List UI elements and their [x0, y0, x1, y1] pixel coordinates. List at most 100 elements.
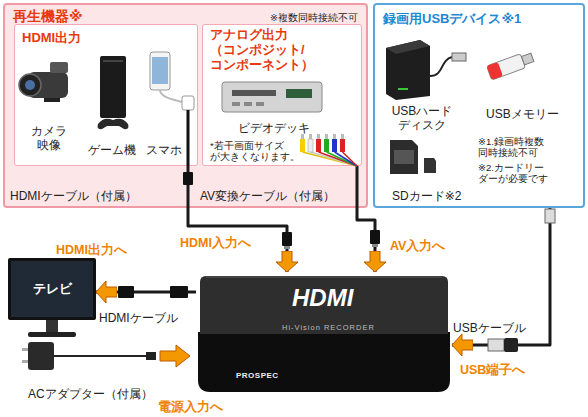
video-deck-icon [244, 102, 252, 106]
device-label: SDカード※2 [392, 189, 461, 203]
av-plugs [311, 152, 358, 166]
av-plugs [332, 139, 337, 152]
label-anchor: 電源入力へ [158, 397, 223, 415]
ac-adapter-icon [146, 352, 156, 360]
recorder-top [200, 276, 448, 334]
label-anchor: HDMIケーブル [99, 308, 178, 326]
device-label: カメラ 映像 [26, 124, 72, 153]
camera-icon [25, 80, 35, 90]
cable-connector [452, 208, 550, 345]
note: ※複数同時接続不可 [270, 12, 358, 23]
usb-memory-icon [487, 50, 535, 80]
model-name: Hi-Vision RECORDER [282, 323, 375, 332]
cable-label: HDMIケーブル [99, 311, 178, 325]
usb-plug [545, 209, 555, 223]
port-callout: 電源入力へ [158, 400, 223, 415]
usb-hdd-icon [398, 88, 408, 90]
game-console-icon [98, 119, 129, 129]
device-label: ゲーム機 [88, 143, 136, 157]
game-console-icon [98, 56, 129, 129]
av-plugs [303, 152, 358, 166]
hdmi-plug [170, 286, 188, 298]
label-anchor: *若干画面サイズ が大きくなります。 [210, 140, 298, 164]
label-anchor: USB端子へ [460, 360, 525, 378]
device-name: テレビ [33, 281, 72, 297]
camera-icon [44, 98, 60, 102]
smartphone-icon [152, 57, 168, 84]
video-deck-icon [222, 82, 322, 112]
av-plug [372, 244, 378, 247]
player-group-box: 再生機器※※複数同時接続不可HDMI出力アナログ出力 （コンポジット/ コンポー… [3, 3, 368, 208]
cable-connector [357, 166, 375, 272]
hdmi-plug [183, 172, 193, 185]
label-anchor: SDカード※2 [392, 186, 461, 204]
label-anchor: ACアダプター（付属） [28, 384, 153, 402]
ac-adapter-icon [22, 360, 28, 363]
device-label: USBメモリー [486, 107, 559, 121]
cable-label: HDMIケーブル（付属） [10, 189, 137, 203]
label-anchor: HDMIケーブル（付属） [10, 186, 137, 204]
ac-adapter-icon [22, 342, 156, 370]
group-title: 再生機器※ [13, 8, 83, 25]
device-label: ビデオデッキ [238, 121, 310, 135]
sd-card-icon [390, 140, 418, 174]
camera-icon [50, 62, 68, 73]
usb-plug [488, 339, 504, 351]
av-plugs [319, 152, 358, 166]
av-plugs [341, 134, 344, 139]
av-plug [370, 230, 380, 247]
recorder-device: HDMI Hi-Vision RECORDER PROSPEC [196, 272, 452, 394]
av-plugs [333, 134, 336, 139]
tv-screen: テレビ [8, 258, 96, 320]
usb-hdd-icon [430, 57, 452, 76]
usb-plug [504, 338, 518, 352]
ac-adapter-icon [28, 342, 54, 370]
camera-icon [19, 62, 68, 102]
text-anchor: Hi-Vision RECORDER [282, 316, 375, 334]
note: ※1.録画時複数 同時接続不可 [478, 136, 562, 159]
av-plugs [317, 134, 320, 139]
label-anchor: USBメモリー [486, 104, 559, 122]
video-deck-icon [232, 102, 240, 106]
group-title: アナログ出力 （コンポジット/ コンポーネント） [210, 28, 328, 73]
hdmi-plug [284, 246, 290, 249]
note: *若干画面サイズ が大きくなります。 [210, 140, 298, 163]
label-anchor: ビデオデッキ [238, 118, 310, 136]
group-title: 録画用USBデバイス※1 [383, 11, 521, 27]
av-plugs [340, 139, 345, 152]
recorder-highlight [206, 277, 442, 278]
note: ※2.カードリー ダーが必要です [478, 162, 562, 185]
label-anchor: スマホ [146, 140, 182, 158]
label-anchor: USBハード ディスク [384, 104, 460, 133]
brand-logo: HDMI [292, 284, 353, 313]
video-deck-icon [256, 102, 264, 106]
port-callout: HDMI入力へ [180, 236, 251, 251]
ac-adapter-icon [22, 348, 28, 351]
game-console-icon [103, 60, 123, 62]
power-arrow [160, 345, 190, 367]
usb-memory-icon [487, 62, 503, 80]
hdmi-plug [183, 172, 193, 185]
tv-stand [28, 320, 76, 337]
device-label: スマホ [146, 143, 182, 157]
cable-label: USBケーブル [453, 321, 526, 335]
game-console-icon [100, 56, 126, 118]
label-anchor: AV変換ケーブル（付属） [200, 186, 335, 204]
label-anchor: HDMI出力へ [56, 240, 127, 258]
port-callout: AV入力へ [390, 239, 445, 254]
av-plugs [308, 139, 313, 152]
cable-connector [188, 166, 287, 272]
label-anchor: USBケーブル [453, 318, 526, 336]
label-anchor: AV入力へ [390, 236, 445, 254]
text-anchor: PROSPEC [236, 364, 279, 382]
video-deck-icon [286, 89, 312, 98]
label-anchor: カメラ 映像 [26, 124, 72, 153]
maker-name: PROSPEC [236, 371, 279, 381]
av-plugs [316, 139, 321, 152]
sd-card-icon [390, 140, 436, 174]
ac-adapter-icon [54, 355, 146, 357]
av-plugs [325, 134, 328, 139]
usb-memory-icon [521, 53, 533, 65]
av-plug [370, 230, 380, 244]
sd-card-icon [424, 158, 436, 173]
